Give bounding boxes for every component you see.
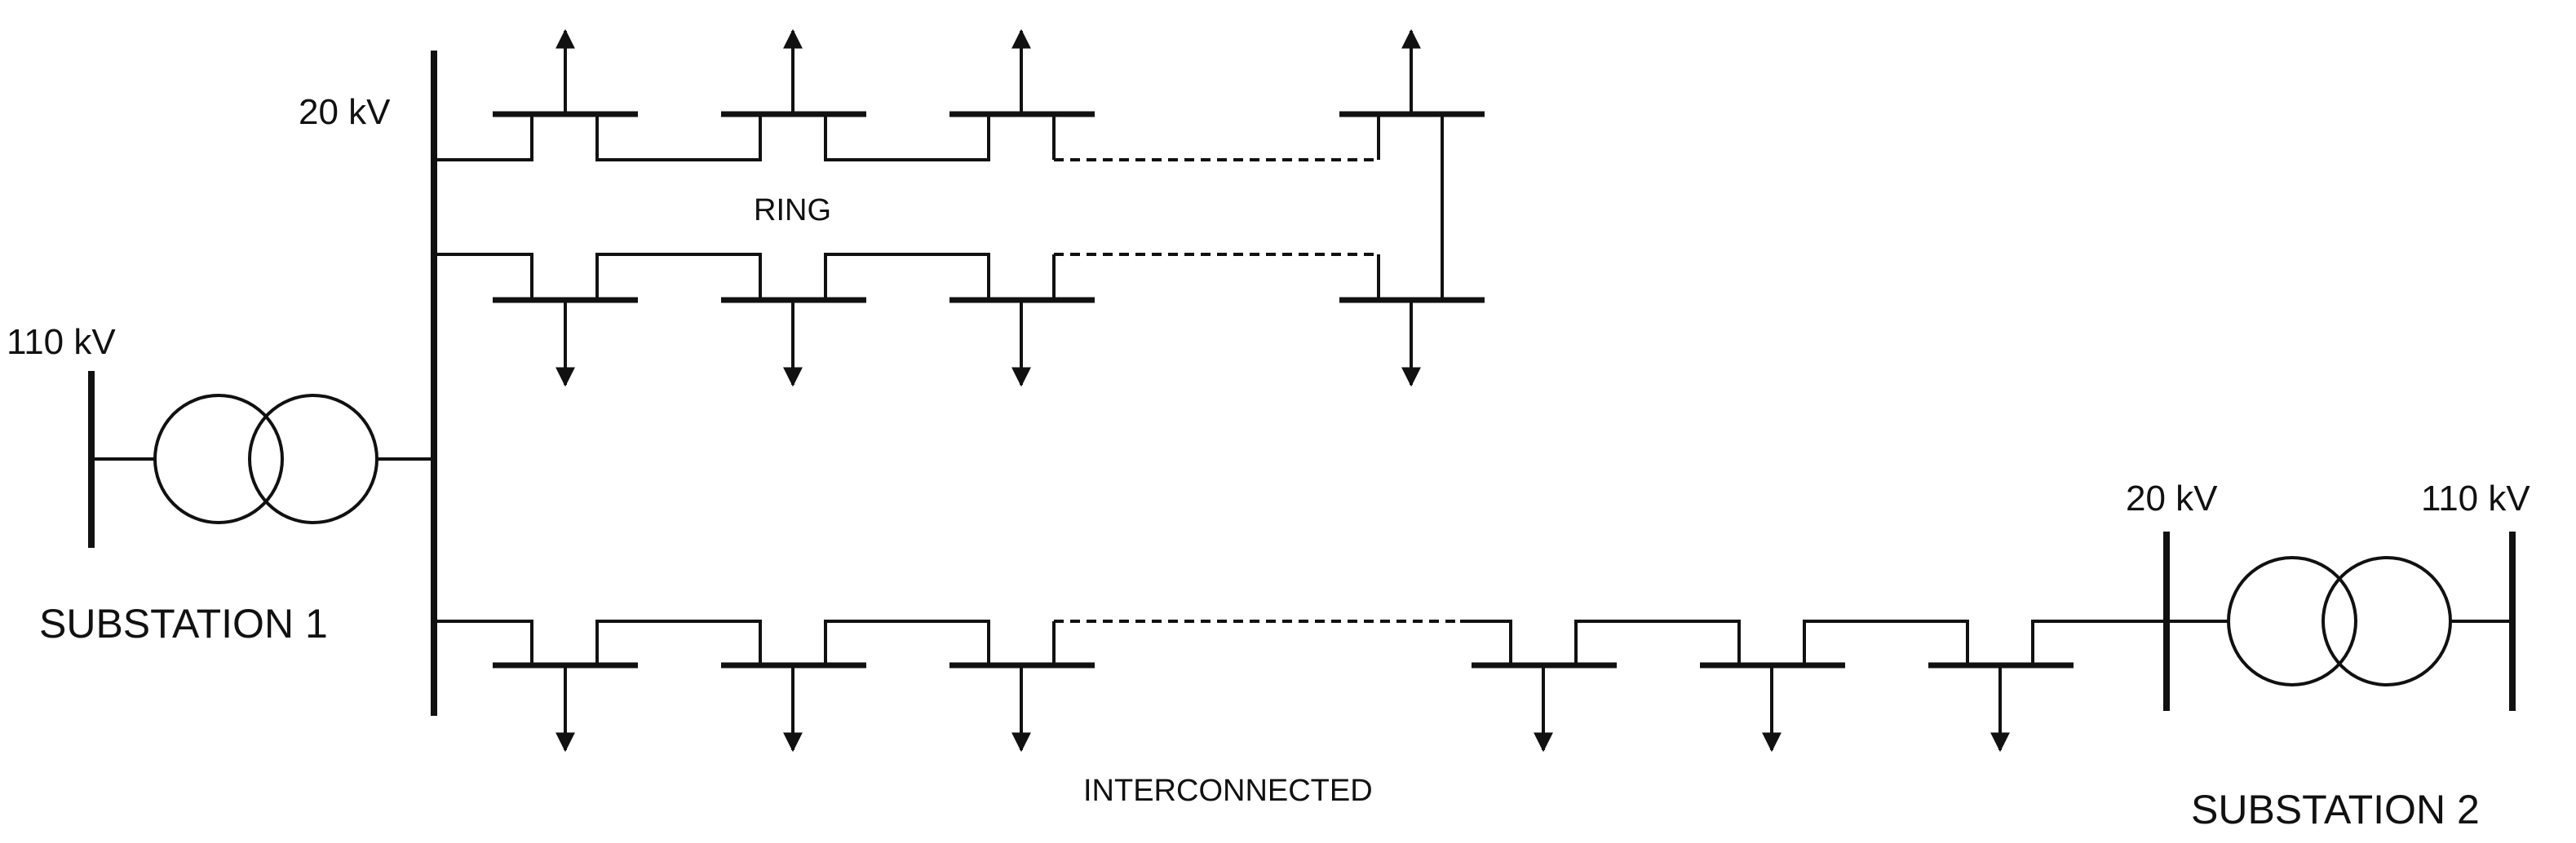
ring-upper-stations [493, 29, 1485, 117]
substation-2 [2163, 532, 2516, 711]
label-ring: RING [754, 193, 831, 227]
interconnected-feeder [434, 620, 2167, 665]
ring-lower-feeder [434, 253, 1380, 300]
transformer-sub2 [2227, 556, 2452, 686]
label-sub2-110kv: 110 kV [2421, 479, 2530, 519]
label-sub1-110kv: 110 kV [7, 322, 116, 362]
label-sub2-20kv: 20 kV [2126, 479, 2218, 519]
ring-lower-stations [493, 297, 1485, 387]
label-substation-1: SUBSTATION 1 [39, 601, 328, 647]
interconnected-stations [493, 662, 2074, 753]
label-interconnected: INTERCONNECTED [1083, 774, 1373, 808]
label-sub1-20kv: 20 kV [299, 92, 391, 132]
label-substation-2: SUBSTATION 2 [2191, 787, 2480, 832]
transformer-sub1 [153, 394, 378, 524]
ring-upper-feeder [434, 114, 1380, 161]
